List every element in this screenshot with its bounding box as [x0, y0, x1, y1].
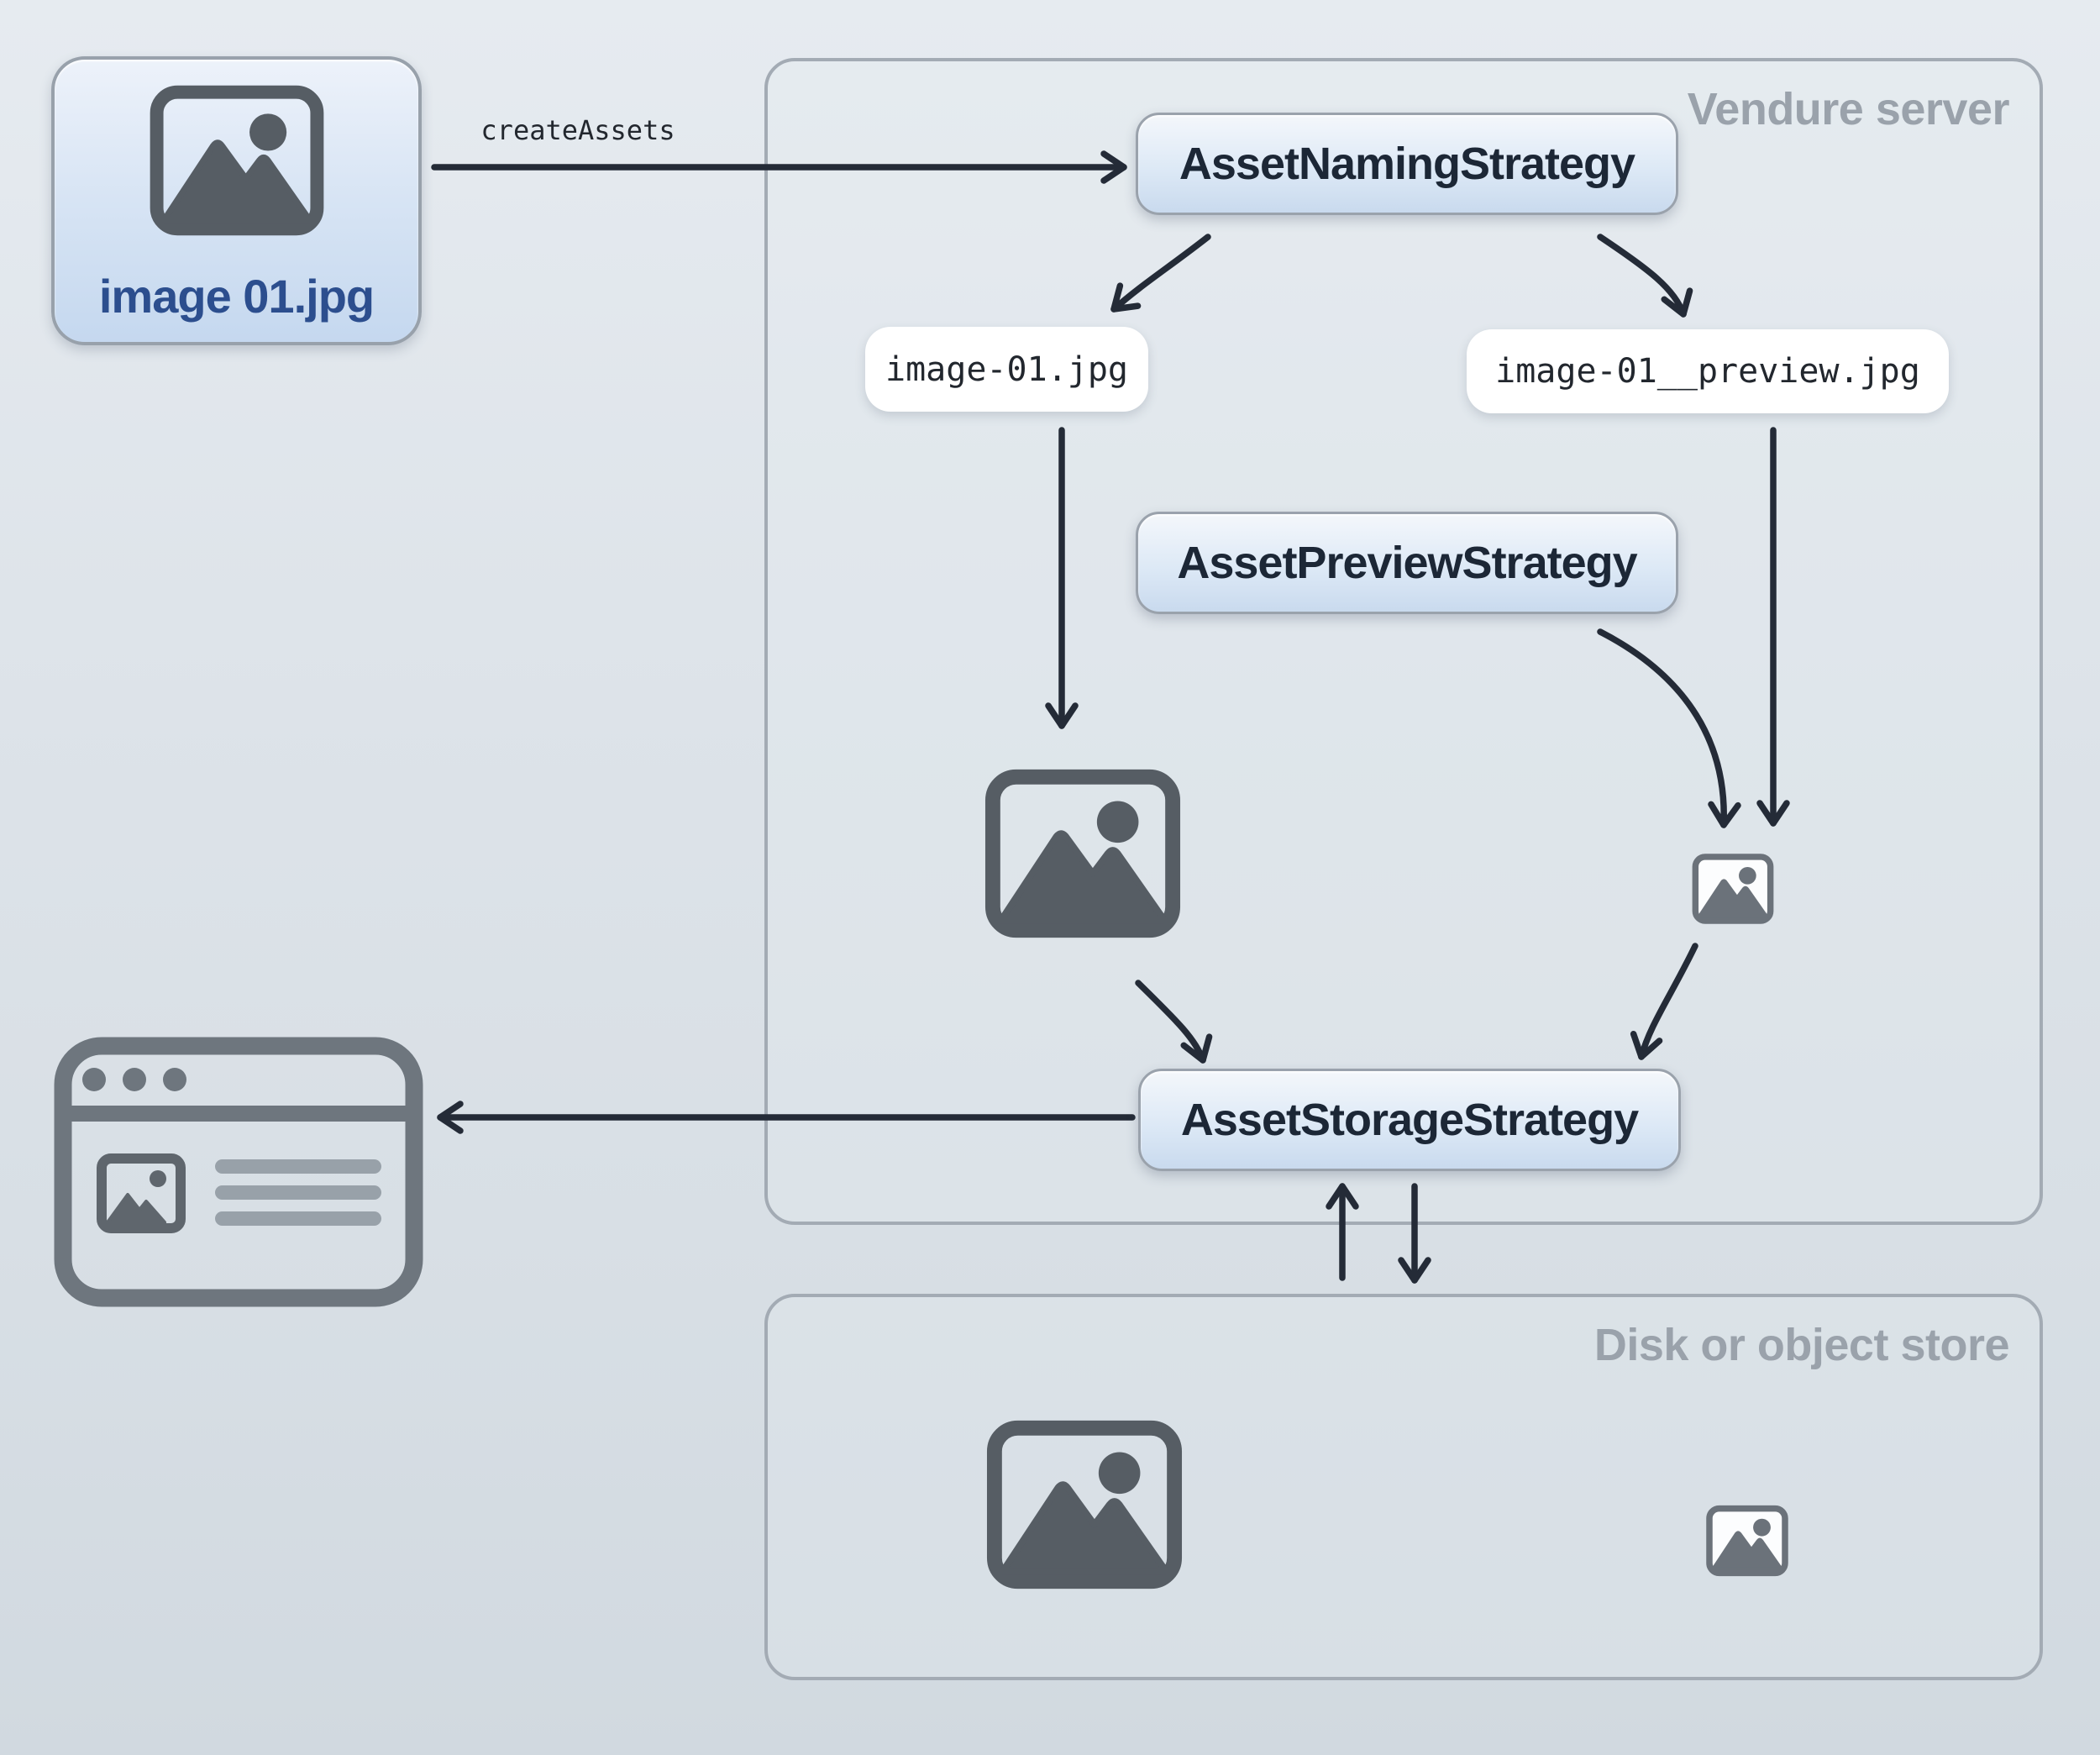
- preview-file-name-label: image-01__preview.jpg: [1467, 329, 1949, 413]
- stored-preview-image-icon: [1706, 1505, 1788, 1577]
- arrow-naming-to-preview-name: [1597, 234, 1693, 318]
- asset-storage-strategy-node: AssetStorageStrategy: [1138, 1069, 1681, 1171]
- original-image-icon: [984, 769, 1181, 938]
- arrow-preview-strategy-to-image: [1597, 628, 1741, 828]
- arrow-preview-image-to-storage: [1630, 943, 1698, 1060]
- disk-store-container: Disk or object store: [764, 1294, 2043, 1680]
- create-assets-label: createAssets: [480, 114, 675, 146]
- preview-image-icon: [1692, 854, 1774, 924]
- source-file-card: image 01.jpg: [51, 56, 422, 345]
- arrow-original-image-to-storage: [1135, 980, 1213, 1064]
- vendure-server-container: Vendure server: [764, 58, 2043, 1225]
- arrow-naming-to-original-name: [1110, 234, 1211, 313]
- vendure-server-title: Vendure server: [1687, 84, 2010, 134]
- source-file-label: image 01.jpg: [98, 270, 375, 323]
- asset-naming-strategy-node: AssetNamingStrategy: [1136, 113, 1678, 215]
- asset-preview-strategy-node: AssetPreviewStrategy: [1136, 512, 1678, 614]
- image-file-icon: [150, 85, 323, 236]
- original-file-name-label: image-01.jpg: [865, 327, 1148, 412]
- disk-store-title: Disk or object store: [1593, 1320, 2010, 1370]
- stored-original-image-icon: [986, 1420, 1183, 1589]
- browser-window-icon: [54, 1037, 423, 1307]
